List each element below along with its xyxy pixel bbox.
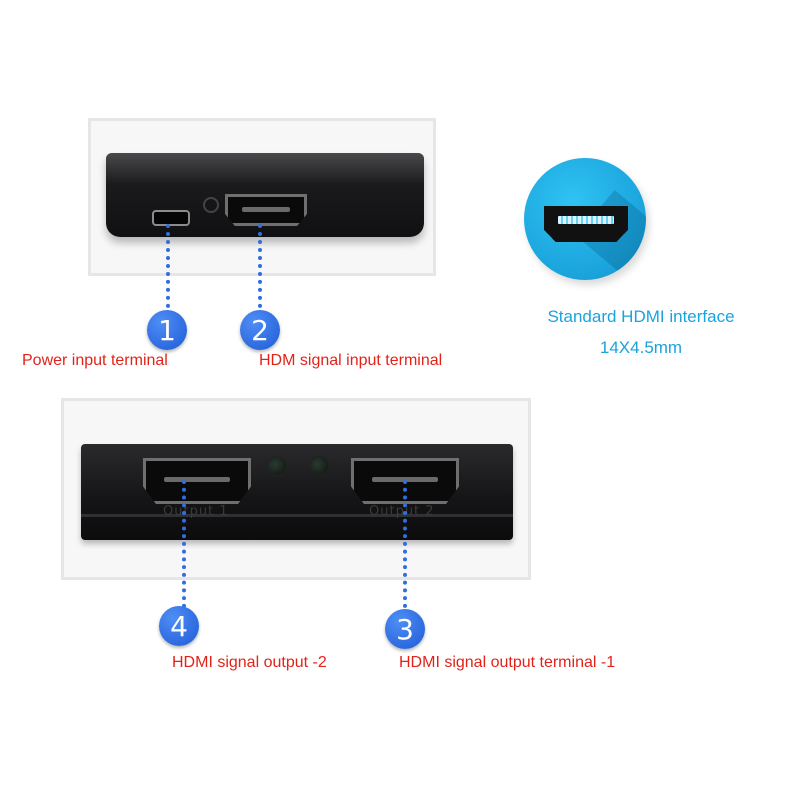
- leader-line-3: [403, 480, 407, 608]
- splitter-input-side: [106, 153, 424, 237]
- micro-usb-port: [152, 210, 190, 226]
- hdmi-output-2-label: HDMI signal output -2: [172, 654, 327, 671]
- device-seam: [81, 514, 513, 517]
- device-top-edge: [106, 153, 424, 183]
- hdmi-connector-pins: [558, 216, 614, 224]
- indicator-hole: [203, 197, 219, 213]
- hdmi-output-1-label: HDMI signal output terminal -1: [399, 654, 616, 671]
- leader-line-1: [166, 224, 170, 308]
- hdmi-output-port-1: [143, 458, 251, 504]
- status-led-2: [309, 456, 329, 476]
- interface-title: Standard HDMI interface: [547, 307, 735, 326]
- hdmi-output-1-pins: [164, 477, 230, 482]
- hdmi-input-label: HDM signal input terminal: [259, 352, 443, 369]
- hdmi-connector-glyph: [544, 206, 628, 242]
- callout-3-badge: 3: [385, 609, 425, 649]
- callout-4-badge: 4: [159, 606, 199, 646]
- leader-line-4: [182, 480, 186, 608]
- hdmi-input-port: [225, 194, 307, 226]
- hdmi-port-icon: [524, 158, 646, 280]
- callout-2-badge: 2: [240, 310, 280, 350]
- leader-line-2: [258, 224, 262, 308]
- output-2-port-label: Output 2: [369, 504, 435, 519]
- splitter-output-side: Output 1 Output 2: [81, 444, 513, 540]
- status-led-1: [267, 456, 287, 476]
- output-1-port-label: Output 1: [163, 504, 229, 519]
- callout-1-badge: 1: [147, 310, 187, 350]
- hdmi-output-2-pins: [372, 477, 438, 482]
- power-input-label: Power input terminal: [22, 352, 168, 369]
- interface-size: 14X4.5mm: [599, 338, 683, 357]
- hdmi-input-pins: [241, 207, 291, 213]
